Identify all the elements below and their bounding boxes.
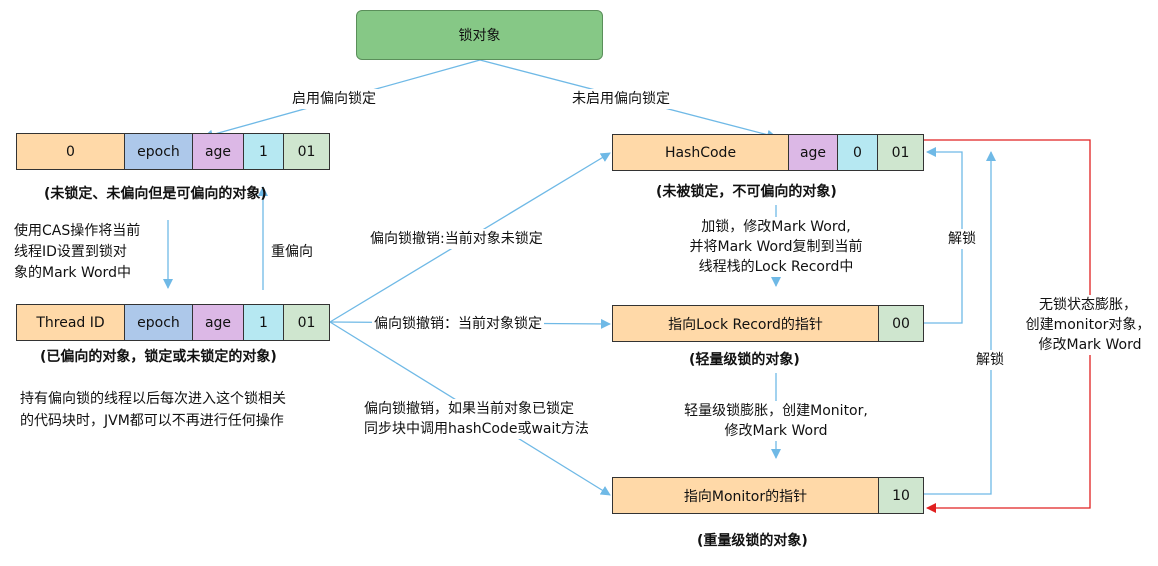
lightweight-cell-lock-bits: 00	[878, 305, 924, 342]
unbiasable-cell-lock-bits: 01	[877, 134, 924, 171]
edge-label-nolock-inflate-line1: 无锁状态膨胀，	[1037, 295, 1139, 315]
edge-label-cas-line1: 使用CAS操作将当前	[14, 223, 141, 239]
edge-label-disable-biased: 未启用偏向锁定	[570, 89, 672, 109]
biasable-cell-lock-bits: 01	[283, 133, 330, 170]
edge-label-revoke-unlocked: 偏向锁撤销:当前对象未锁定	[368, 229, 545, 249]
biased-cell-epoch: epoch	[124, 304, 193, 341]
biasable-cell-epoch: epoch	[124, 133, 193, 170]
biased-note-line1: 持有偏向锁的线程以后每次进入这个锁相关	[20, 391, 286, 407]
edge-label-unlock-lightweight: 解锁	[946, 229, 978, 249]
unbiasable-cell-biased-flag: 0	[837, 134, 878, 171]
biased-cell-age: age	[192, 304, 244, 341]
edge-label-cas-line3: 象的Mark Word中	[14, 265, 131, 281]
heavyweight-caption: (重量级锁的对象)	[697, 533, 808, 549]
biased-caption: (已偏向的对象，锁定或未锁定的对象)	[40, 349, 277, 365]
edge-label-lock-line2: 并将Mark Word复制到当前	[687, 237, 865, 257]
edge-label-rebias: 重偏向	[271, 244, 313, 260]
unbiasable-cell-hashcode: HashCode	[612, 134, 789, 171]
biased-note-line2: 的代码块时，JVM都可以不再进行任何操作	[20, 413, 284, 429]
edge-label-nolock-inflate-line2: 创建monitor对象，	[1023, 315, 1153, 335]
lock-object-node: 锁对象	[356, 10, 603, 60]
edge-label-revoke-hashcode-line2: 同步块中调用hashCode或wait方法	[362, 419, 591, 439]
biasable-caption: (未锁定、未偏向但是可偏向的对象)	[44, 186, 267, 202]
edge-label-inflate-line2: 修改Mark Word	[722, 421, 830, 441]
heavyweight-cell-lock-bits: 10	[878, 477, 924, 514]
arrow-unlock-heavyweight	[924, 151, 996, 495]
edge-label-lock-line3: 线程栈的Lock Record中	[696, 257, 856, 277]
biasable-cell-age: age	[192, 133, 244, 170]
edge-label-inflate-line1: 轻量级锁膨胀，创建Monitor,	[682, 401, 870, 421]
biased-cell-lock-bits: 01	[283, 304, 330, 341]
edge-label-revoke-locked: 偏向锁撤销：当前对象锁定	[372, 314, 544, 334]
lightweight-cell-pointer: 指向Lock Record的指针	[612, 305, 879, 342]
biasable-cell-biased-flag: 1	[243, 133, 284, 170]
biasable-cell-value: 0	[16, 133, 125, 170]
edge-label-revoke-hashcode-line1: 偏向锁撤销，如果当前对象已锁定	[362, 399, 576, 419]
unbiasable-cell-age: age	[788, 134, 838, 171]
edge-label-nolock-inflate-line3: 修改Mark Word	[1036, 335, 1144, 355]
edge-label-enable-biased: 启用偏向锁定	[290, 89, 378, 109]
edge-label-lock-line1: 加锁，修改Mark Word,	[699, 217, 853, 237]
unbiasable-caption: (未被锁定，不可偏向的对象)	[656, 184, 837, 200]
biased-cell-thread-id: Thread ID	[16, 304, 125, 341]
lock-object-title: 锁对象	[458, 28, 501, 44]
edge-label-cas-line2: 线程ID设置到锁对	[14, 244, 127, 260]
biased-cell-biased-flag: 1	[243, 304, 284, 341]
heavyweight-cell-pointer: 指向Monitor的指针	[612, 477, 879, 514]
lightweight-caption: (轻量级锁的对象)	[689, 352, 800, 368]
edge-label-unlock-heavyweight: 解锁	[974, 350, 1006, 370]
